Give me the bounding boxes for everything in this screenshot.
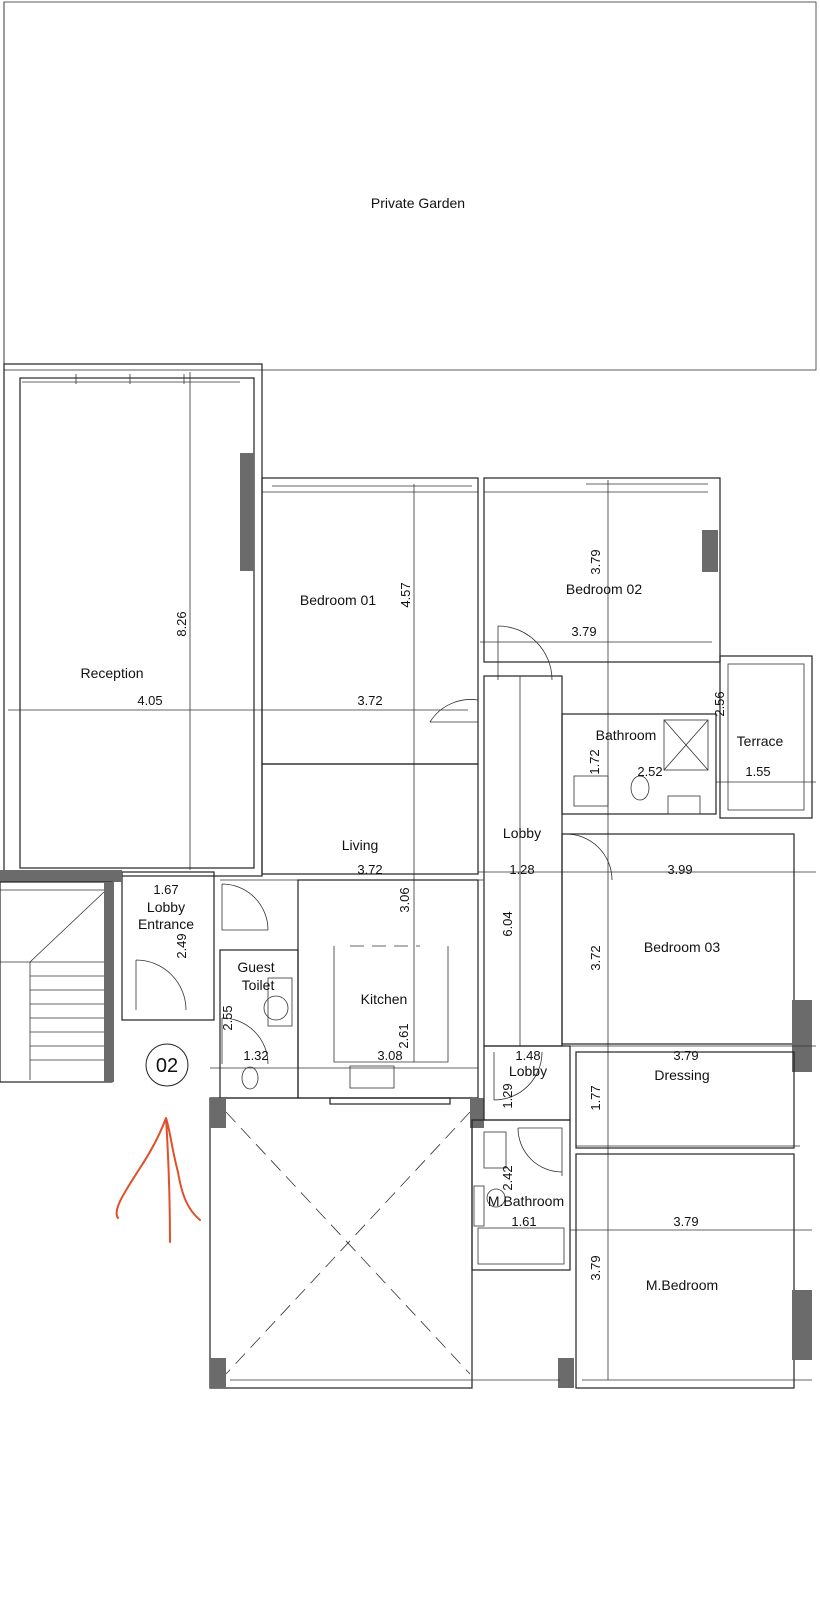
dim-dressing-width: 3.79	[673, 1048, 698, 1063]
label-private-garden: Private Garden	[371, 195, 465, 211]
label-lobby-entrance-1: Lobby	[147, 899, 185, 915]
label-guest-toilet-1: Guest	[237, 959, 274, 975]
label-lobby-2: Lobby	[509, 1063, 547, 1079]
label-bathroom: Bathroom	[596, 727, 657, 743]
label-bedroom-02: Bedroom 02	[566, 581, 642, 597]
dim-living-width: 3.72	[357, 862, 382, 877]
unit-tag: 02	[145, 1043, 189, 1087]
label-guest-toilet-2: Toilet	[242, 977, 275, 993]
label-living: Living	[342, 837, 379, 853]
entrance-arrow-annotation	[115, 1117, 201, 1243]
bedroom-02-room	[480, 477, 721, 1380]
dim-entrance-height: 2.49	[174, 933, 189, 958]
dim-mbedroom-height: 3.79	[588, 1255, 603, 1280]
label-kitchen: Kitchen	[361, 991, 408, 1007]
label-lobby: Lobby	[503, 825, 541, 841]
dim-lobby2-width: 1.48	[515, 1048, 540, 1063]
dim-reception-height: 8.26	[174, 611, 189, 636]
label-dressing: Dressing	[654, 1067, 709, 1083]
label-m-bathroom: M.Bathroom	[488, 1193, 564, 1209]
dim-bedroom02-width: 3.79	[571, 624, 596, 639]
lobby-entrance-room	[0, 870, 269, 1021]
dim-entrance-width: 1.67	[153, 882, 178, 897]
label-bedroom-03: Bedroom 03	[644, 939, 720, 955]
dim-bedroom02-height: 3.79	[588, 549, 603, 574]
dim-bedroom01-height: 4.57	[398, 582, 413, 607]
label-bedroom-01: Bedroom 01	[300, 592, 376, 608]
reception-room	[3, 363, 468, 877]
terrace-room	[716, 655, 816, 819]
dim-toilet-width: 1.32	[243, 1048, 268, 1063]
dim-mbath-width: 1.61	[511, 1214, 536, 1229]
dim-lobby2-height: 1.29	[500, 1083, 515, 1108]
dim-toilet-height: 2.55	[220, 1005, 235, 1030]
dim-living-height: 3.06	[397, 887, 412, 912]
dim-terrace-width: 1.55	[745, 764, 770, 779]
dim-bedroom01-width: 3.72	[357, 693, 382, 708]
dim-lobby-width: 1.28	[509, 862, 534, 877]
m-bathroom-room	[471, 1119, 571, 1271]
living-room	[220, 763, 484, 947]
dimension-labels: 8.26 4.05 4.57 3.72 3.79 3.79 2.56 1.55 …	[137, 549, 770, 1280]
dim-bedroom03-height: 3.72	[588, 945, 603, 970]
label-terrace: Terrace	[737, 733, 784, 749]
dim-mbath-height: 2.42	[500, 1165, 515, 1190]
dim-terrace-height: 2.56	[712, 691, 727, 716]
staircase	[0, 881, 114, 1083]
bedroom-03-room	[561, 833, 816, 1072]
dim-kitchen-height: 2.61	[396, 1023, 411, 1048]
dim-bedroom03-width: 3.99	[667, 862, 692, 877]
label-reception: Reception	[80, 665, 143, 681]
m-bedroom-room	[570, 1153, 812, 1389]
dim-bathroom-width: 2.52	[637, 764, 662, 779]
dim-dressing-height: 1.77	[588, 1085, 603, 1110]
bedroom-01-room	[261, 477, 479, 1062]
dressing-room	[575, 1051, 800, 1149]
dim-reception-width: 4.05	[137, 693, 162, 708]
room-labels: Private Garden Reception Bedroom 01 Bedr…	[80, 195, 783, 1293]
dim-bathroom-height: 1.72	[587, 749, 602, 774]
dim-lobby-height: 6.04	[500, 911, 515, 936]
garden-boundary	[3, 1, 817, 371]
unit-tag-number: 02	[156, 1055, 178, 1077]
void-area	[209, 1097, 574, 1389]
dim-mbedroom-width: 3.79	[673, 1214, 698, 1229]
label-lobby-entrance-2: Entrance	[138, 916, 194, 932]
dim-kitchen-width: 3.08	[377, 1048, 402, 1063]
label-m-bedroom: M.Bedroom	[646, 1277, 718, 1293]
